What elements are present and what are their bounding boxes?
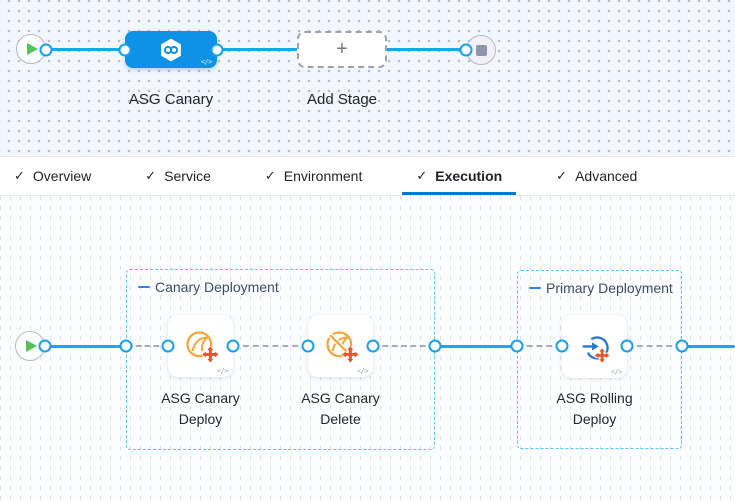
step-asg-rolling-deploy[interactable]: </> (562, 315, 627, 378)
exec-connector-line (435, 344, 518, 348)
tab-advanced[interactable]: ✓ Advanced (542, 157, 651, 195)
check-icon: ✓ (556, 168, 568, 183)
dashed-connector (627, 345, 682, 347)
exec-connector-line (45, 344, 127, 348)
stage-config-tabbar: ✓ Overview ✓ Service ✓ Environment ✓ Exe… (0, 157, 735, 196)
step-label: ASG Canary Delete (301, 390, 380, 427)
check-icon: ✓ (264, 168, 276, 183)
stage-right-port[interactable] (210, 43, 224, 56)
exec-start-port[interactable] (38, 339, 52, 353)
group-title: Canary Deployment (138, 279, 434, 295)
check-icon: ✓ (416, 168, 428, 183)
check-icon: ✓ (145, 168, 157, 183)
stop-icon (475, 44, 487, 56)
stage-graph-canvas[interactable]: </> + ASG Canary Add Stage (0, 0, 735, 157)
group-title-label: Primary Deployment (546, 280, 673, 296)
dashed-connector (517, 345, 562, 347)
plus-icon: + (336, 38, 348, 60)
group-edge-port[interactable] (675, 339, 689, 353)
group-edge-port[interactable] (428, 339, 442, 353)
group-edge-port[interactable] (510, 339, 524, 353)
tab-label: Advanced (575, 168, 638, 184)
stage-left-port[interactable] (118, 43, 132, 56)
step-port[interactable] (620, 339, 634, 353)
add-stage-button[interactable]: + (297, 31, 387, 68)
code-icon: </> (356, 367, 369, 375)
exec-connector-line (682, 344, 735, 348)
step-group-canary-deployment: Canary Deployment (126, 269, 435, 450)
add-stage-label: Add Stage (306, 91, 378, 108)
stage-node-asg-canary[interactable]: </> (125, 31, 217, 68)
stage-label: ASG Canary (128, 91, 214, 108)
code-icon: </> (200, 58, 213, 66)
stage-connector-line (45, 48, 466, 51)
step-asg-canary-deploy[interactable]: </> (168, 315, 233, 377)
play-icon (26, 340, 37, 352)
group-title: Primary Deployment (529, 280, 681, 296)
tab-label: Overview (32, 168, 92, 184)
dashed-connector (233, 345, 308, 347)
tab-overview[interactable]: ✓ Overview (0, 157, 105, 195)
tab-execution[interactable]: ✓ Execution (402, 157, 516, 195)
step-asg-canary-delete[interactable]: </> (308, 315, 373, 377)
tab-environment[interactable]: ✓ Environment (251, 157, 377, 195)
step-port[interactable] (226, 339, 240, 353)
step-port[interactable] (555, 339, 569, 353)
start-node-port[interactable] (39, 43, 53, 56)
dashed-connector (373, 345, 435, 347)
asg-delete-icon (325, 331, 359, 363)
end-node-port[interactable] (459, 43, 473, 57)
cd-pipeline-icon (161, 38, 181, 61)
step-port[interactable] (161, 339, 175, 353)
pipeline-end-node (466, 35, 496, 65)
dashed-connector (127, 345, 168, 347)
code-icon: </> (610, 368, 623, 376)
group-edge-port[interactable] (119, 339, 133, 353)
step-label: ASG Rolling Deploy (556, 390, 633, 427)
code-icon: </> (216, 367, 229, 375)
play-icon (27, 43, 38, 55)
check-icon: ✓ (14, 168, 25, 183)
tab-label: Environment (283, 168, 363, 184)
tab-label: Service (164, 168, 211, 184)
step-group-primary-deployment: Primary Deployment (517, 270, 682, 449)
asg-rolling-deploy-icon (582, 335, 609, 363)
group-dash-icon (529, 286, 541, 290)
step-label: ASG Canary Deploy (161, 390, 240, 427)
step-port[interactable] (366, 339, 380, 353)
step-port[interactable] (301, 339, 315, 353)
group-title-label: Canary Deployment (155, 279, 279, 295)
execution-graph-canvas[interactable]: Canary Deployment Primary Deployment </>… (0, 196, 735, 501)
group-dash-icon (138, 285, 150, 289)
tab-label: Execution (435, 168, 503, 184)
asg-deploy-icon (185, 331, 219, 363)
tab-service[interactable]: ✓ Service (131, 157, 225, 195)
